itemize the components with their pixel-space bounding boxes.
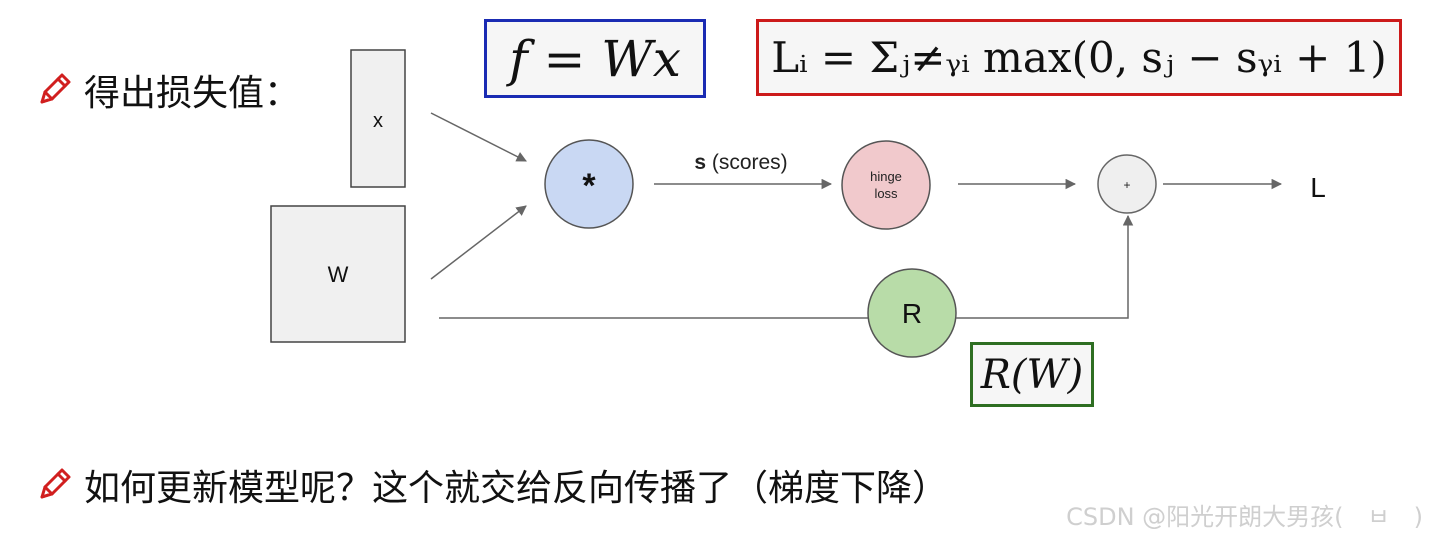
- regularization-label: R: [902, 298, 922, 329]
- plus-node: [1097, 154, 1157, 214]
- hinge-label-line1: hinge: [870, 169, 902, 184]
- hinge-loss-node: [841, 140, 931, 230]
- w-to-multiply-arrow: [430, 205, 527, 280]
- bullet-line-update: 如何更新模型呢？这个就交给反向传播了（梯度下降）: [34, 459, 948, 511]
- x-to-multiply-arrow: [430, 112, 527, 162]
- bullet-text-loss: 得出损失值：: [84, 73, 301, 114]
- pencil-icon: [40, 468, 71, 499]
- hinge-label-line2: loss: [874, 186, 898, 201]
- reg-to-plus-arrow: [956, 214, 1134, 319]
- plus-label: +: [1123, 178, 1130, 192]
- pencil-icon: [40, 73, 71, 104]
- multiply-label: *: [582, 167, 596, 205]
- regularization-node: [867, 268, 957, 358]
- bullet-text-update: 如何更新模型呢？这个就交给反向传播了（梯度下降）: [84, 468, 949, 509]
- regularization-formula: R(W): [970, 342, 1094, 407]
- w-input-label: W: [328, 262, 349, 287]
- x-input-label: x: [373, 110, 383, 132]
- x-input-box: [350, 49, 406, 188]
- hinge-loss-formula: Lᵢ = Σⱼ≠ᵧᵢ max(0, sⱼ − sᵧᵢ + 1): [756, 19, 1402, 96]
- score-function-text: f = Wx: [509, 29, 681, 88]
- output-label: L: [1310, 172, 1326, 203]
- scores-rest: (scores): [706, 151, 788, 174]
- score-function-formula: f = Wx: [484, 19, 706, 98]
- bullet-line-loss: 得出损失值：: [34, 64, 300, 116]
- hinge-loss-text: Lᵢ = Σⱼ≠ᵧᵢ max(0, sⱼ − sᵧᵢ + 1): [771, 33, 1387, 82]
- regularization-text: R(W): [980, 351, 1084, 398]
- csdn-watermark: CSDN @阳光开朗大男孩( ㅂ ): [1066, 503, 1423, 531]
- multiply-node: [544, 139, 634, 229]
- scores-label: s (scores): [694, 151, 787, 174]
- w-input-box: [270, 205, 406, 343]
- scores-bold: s: [694, 151, 706, 174]
